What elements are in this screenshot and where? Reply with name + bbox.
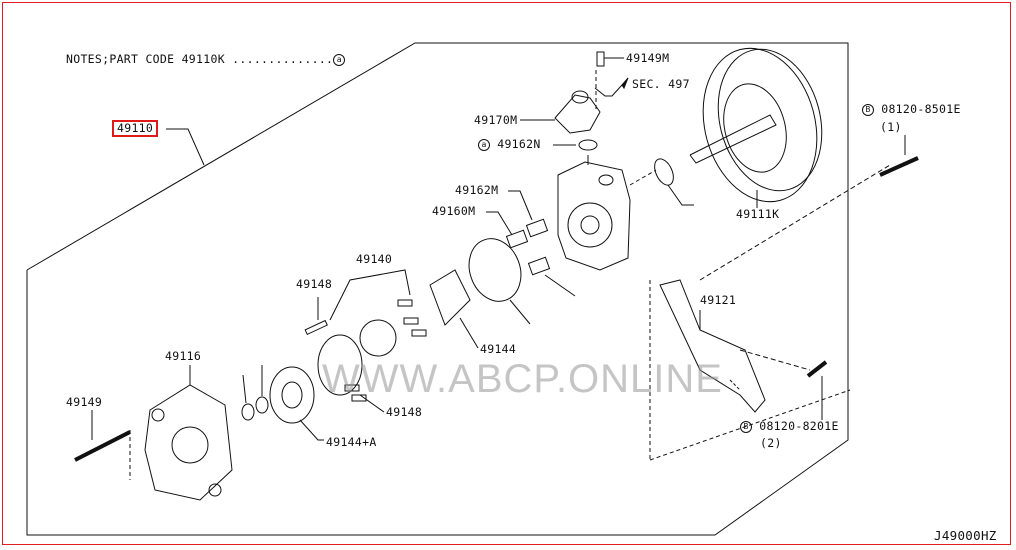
o-ring-icon — [578, 139, 598, 151]
label-bolt-top[interactable]: B 08120-8501E — [862, 103, 961, 116]
label-49149[interactable]: 49149 — [66, 395, 103, 409]
notes-text: NOTES;PART CODE 49110K .............. — [66, 52, 334, 66]
label-49148-pin[interactable]: 49148 — [296, 277, 333, 291]
rear-housing-icon — [144, 384, 233, 501]
diagram-code: J49000HZ — [934, 528, 997, 543]
side-plate-icon — [429, 269, 471, 326]
plug-icon — [527, 256, 551, 276]
label-bolt-bottom[interactable]: B 08120-8201E — [740, 420, 839, 433]
label-49144[interactable]: 49144 — [480, 342, 517, 356]
part-number: 49162N — [497, 137, 541, 151]
part-number: 08120-8501E — [881, 102, 961, 116]
part-number: 08120-8201E — [759, 419, 839, 433]
vanes-icon — [344, 299, 427, 402]
marker-a: a — [333, 54, 346, 66]
qty-bolt-bottom: (2) — [760, 436, 782, 450]
bracket-icon — [659, 279, 766, 413]
ring-icon — [241, 403, 255, 421]
label-49149M[interactable]: 49149M — [626, 51, 670, 65]
label-49160M[interactable]: 49160M — [432, 204, 476, 218]
label-49162M[interactable]: 49162M — [455, 183, 499, 197]
valve-icon — [505, 229, 529, 249]
spring-icon — [525, 218, 549, 238]
label-49170M[interactable]: 49170M — [474, 113, 518, 127]
qty-bolt-top: (1) — [880, 120, 902, 134]
bolt-top-icon — [879, 156, 919, 177]
watermark: WWW.ABCP.ONLINE — [322, 357, 723, 401]
seal-icon — [654, 158, 674, 186]
label-49144A[interactable]: 49144+A — [326, 435, 377, 449]
label-49148-vane[interactable]: 49148 — [386, 405, 423, 419]
pulley-icon — [689, 47, 823, 203]
pump-body-icon — [557, 161, 631, 271]
label-49121[interactable]: 49121 — [700, 293, 737, 307]
notes-line: NOTES;PART CODE 49110K ..............a — [66, 52, 346, 66]
pressure-plate-icon — [269, 366, 315, 424]
assembly-label-49110[interactable]: 49110 — [112, 120, 159, 137]
label-49162N[interactable]: a 49162N — [478, 138, 541, 151]
label-sec-497[interactable]: SEC. 497 — [632, 77, 690, 91]
assembly-outline — [26, 42, 849, 536]
leader-49110 — [166, 128, 205, 166]
rotor-icon — [359, 319, 397, 357]
marker-b: B — [740, 421, 752, 433]
label-49140[interactable]: 49140 — [356, 252, 393, 266]
bolt-49149-icon — [74, 430, 131, 462]
label-49116[interactable]: 49116 — [165, 349, 202, 363]
bolt-bottom-icon — [806, 360, 828, 378]
connector-icon — [554, 90, 601, 134]
pin-icon — [304, 319, 328, 336]
marker-b: B — [862, 104, 874, 116]
cam-ring-icon — [317, 334, 363, 396]
gasket-ring-icon — [468, 238, 522, 302]
marker-a: a — [478, 139, 490, 151]
label-49111K[interactable]: 49111K — [736, 207, 780, 221]
ring-icon — [255, 396, 269, 414]
bolt-49149M-icon — [596, 51, 605, 67]
